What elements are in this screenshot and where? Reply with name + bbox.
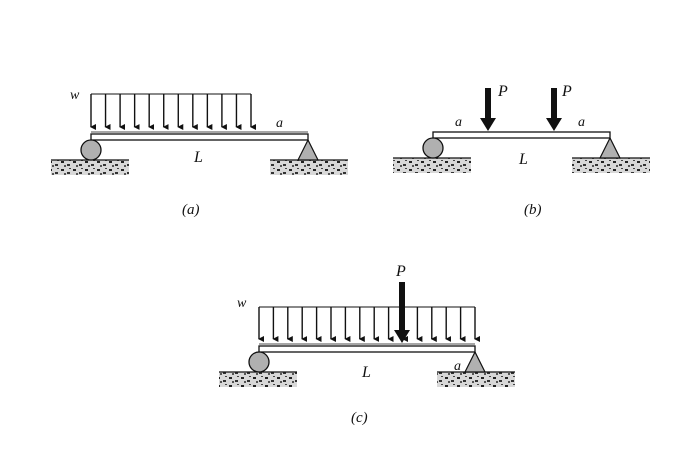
force-arrow-head [394,330,410,343]
length-label-L: L [361,364,371,381]
force-arrow-head [480,118,496,131]
force-label-P: P [395,263,406,280]
ground-right [437,372,515,387]
length-label-L: L [193,149,203,166]
dimension-label-a1: a [455,115,462,130]
ground-right [270,160,348,175]
dimension-label-a2: a [578,115,585,130]
beam [258,345,476,353]
force-arrow-head [546,118,562,131]
pin-support [297,138,319,161]
figure-b [393,88,650,173]
figure-c [219,282,515,387]
dimension-label-a: a [276,116,283,131]
caption-a: (a) [182,202,200,218]
pin-support [464,350,486,373]
ground-left [393,158,471,173]
ground-left [51,160,129,175]
figure-a [51,93,348,175]
load-label-w: w [237,296,247,311]
beam [90,133,309,141]
dimension-label-a: a [454,359,461,374]
ground-left [219,372,297,387]
force-label-P1: P [497,83,508,100]
ground-right [572,158,650,173]
force-arrow-shaft [399,282,405,331]
force-arrow-shaft [551,88,557,119]
length-label-L: L [518,151,528,168]
pin-support [599,136,621,159]
load-label-w: w [70,88,80,103]
force-arrow-shaft [485,88,491,119]
caption-b: (b) [524,202,542,218]
force-label-P2: P [561,83,572,100]
roller-support [80,139,102,161]
roller-support [422,137,444,159]
beam [432,131,611,139]
caption-c: (c) [351,410,368,426]
roller-support [248,351,270,373]
